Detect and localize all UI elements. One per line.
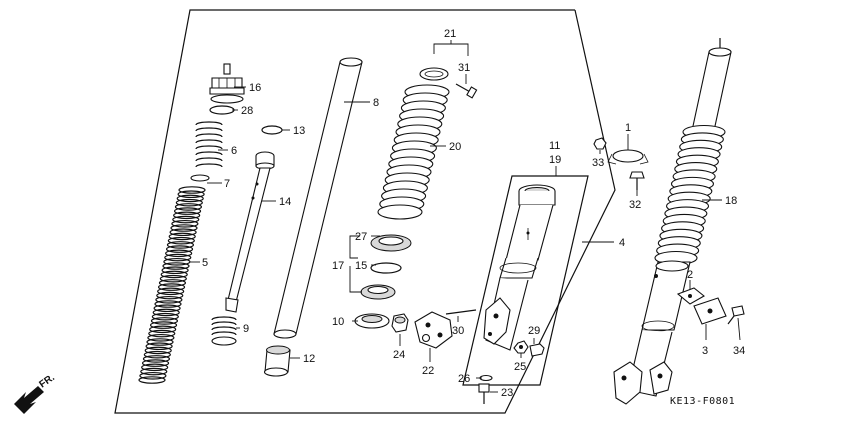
sub-assembly-frame: [462, 175, 589, 386]
boot-clamp-part: [419, 67, 478, 99]
axle-holder-part: [414, 311, 453, 349]
slider-bushing-part: [263, 345, 291, 377]
fork-slider-part: [483, 184, 556, 351]
callout-2: 2: [687, 269, 693, 281]
circlip-part: [370, 262, 402, 274]
callout-19: 19: [549, 154, 561, 166]
rebound-spring-part: [211, 316, 237, 346]
callout-20: 20: [449, 141, 461, 153]
callout-23: 23: [501, 387, 513, 399]
band-screw-part: [629, 171, 645, 190]
boot-band-part: [607, 149, 649, 165]
drain-bolt-part: [529, 343, 545, 357]
callout-18: 18: [725, 195, 737, 207]
callout-34: 34: [733, 345, 745, 357]
callout-27: 27: [355, 231, 367, 243]
callout-24: 24: [393, 349, 405, 361]
callout-33: 33: [592, 157, 604, 169]
callout-17: 17: [332, 260, 344, 272]
right-fork-slider-part: [613, 260, 691, 405]
callout-8: 8: [373, 97, 379, 109]
callout-4: 4: [619, 237, 625, 249]
callout-6: 6: [231, 145, 237, 157]
callout-13: 13: [293, 125, 305, 137]
callout-5: 5: [202, 257, 208, 269]
right-fork-boot-part: [654, 124, 726, 266]
front-direction-label: FR.: [37, 372, 57, 390]
callout-22: 22: [422, 365, 434, 377]
assembly-frame: [114, 9, 616, 414]
stud-bolt-part: [445, 309, 477, 315]
callout-11: 11: [549, 140, 560, 152]
o-ring-part: [209, 105, 235, 115]
callout-7: 7: [224, 178, 230, 190]
callout-29: 29: [528, 325, 540, 337]
washer-part: [513, 340, 529, 354]
callout-31: 31: [458, 62, 470, 74]
callout-15: 15: [355, 260, 367, 272]
front-direction-arrow-icon: [14, 386, 44, 414]
callout-10: 10: [332, 316, 344, 328]
callout-9: 9: [243, 323, 249, 335]
drawing-code: KE13-F0801: [670, 396, 735, 407]
callout-16: 16: [249, 82, 261, 94]
spring-seat-part: [190, 174, 210, 182]
callout-28: 28: [241, 105, 253, 117]
callout-14: 14: [279, 196, 291, 208]
callout-labels: 1 2 3 4 5 6 7 8 9 10 11 12 13 14 15 16 1…: [202, 28, 745, 399]
socket-bolt-part: [478, 383, 490, 404]
callout-32: 32: [629, 199, 641, 211]
callout-12: 12: [303, 353, 315, 365]
callout-30: 30: [452, 325, 464, 337]
callout-3: 3: [702, 345, 708, 357]
back-up-ring-part: [360, 284, 396, 300]
fork-cap-bolt-part: [209, 63, 245, 104]
oil-seal-part: [370, 234, 412, 252]
hose-guide-part: [676, 287, 727, 325]
fork-boot-part: [377, 84, 450, 220]
leader-lines: [190, 40, 741, 393]
fork-assembly-part: [689, 38, 732, 141]
callout-21: 21: [444, 28, 456, 40]
fork-tube-part: [273, 57, 363, 339]
long-fork-spring-part: [138, 186, 206, 384]
nut-part: [391, 313, 409, 333]
piston-ring-part: [261, 125, 283, 135]
short-spring-part: [195, 121, 223, 168]
callout-26: 26: [458, 373, 470, 385]
band-nut-part: [593, 137, 607, 150]
dust-seal-part: [354, 313, 390, 329]
callout-1: 1: [625, 122, 631, 134]
damper-rod-part: [225, 151, 275, 313]
callout-25: 25: [514, 361, 526, 373]
guide-bolt-part: [727, 305, 745, 325]
